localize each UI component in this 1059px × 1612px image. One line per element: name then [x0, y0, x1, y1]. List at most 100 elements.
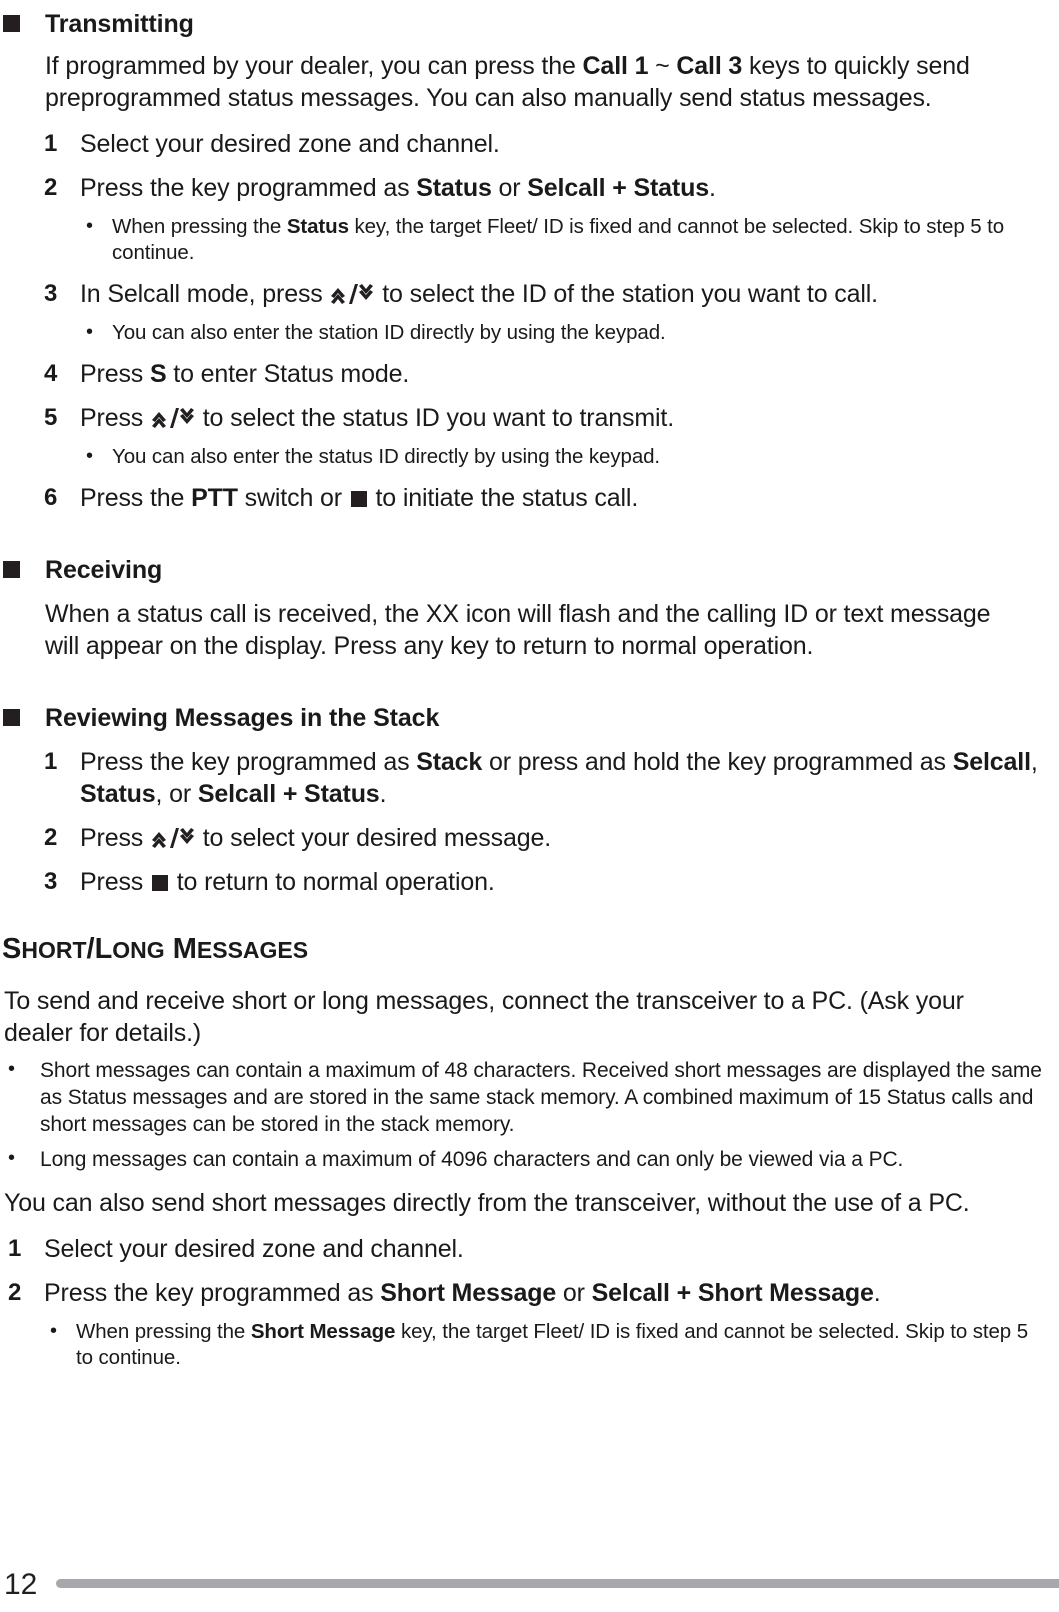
step-item: 1 Select your desired zone and channel. — [0, 1233, 1059, 1265]
step-text-pre: In Selcall mode, press — [80, 280, 330, 308]
step-item: 1 Select your desired zone and channel. — [0, 128, 1059, 160]
step-text-tail: . — [873, 1279, 881, 1307]
section-heading-label: Receiving — [45, 556, 163, 584]
step-bold-ptt: PTT — [191, 484, 238, 512]
page-footer: 12 — [0, 1558, 1059, 1604]
sub-bullet-bold-short-message: Short Message — [250, 1320, 396, 1343]
step-text-tail: to enter Status mode. — [166, 360, 410, 388]
bullet-dot-icon: • — [86, 321, 93, 343]
section-heading-label: Transmitting — [45, 10, 194, 38]
step-text-tail: to select your desired message. — [195, 824, 552, 852]
sub-bullet-item: •When pressing the Short Message key, th… — [0, 1319, 1059, 1371]
step-item: 4 Press S to enter Status mode. — [0, 358, 1059, 390]
step-number: 2 — [8, 1279, 22, 1306]
step-text: Select your desired zone and channel. — [80, 130, 500, 158]
section-heading-label: Reviewing Messages in the Stack — [45, 704, 440, 732]
sub-bullet-tail: key, the target Fleet/ ID is fixed and c… — [76, 1320, 1028, 1369]
heading-part: ESSAGES — [196, 937, 309, 963]
page-number: 12 — [4, 1568, 38, 1601]
intro-bold-call1: Call 1 — [582, 52, 649, 80]
filled-square-icon — [350, 491, 367, 507]
step-number: 5 — [44, 404, 58, 431]
step-text-pre: Press the key programmed as — [80, 174, 417, 202]
step-number: 2 — [44, 824, 58, 851]
step-text-mid2: , — [1030, 748, 1038, 776]
step-text-tail: . — [708, 174, 716, 202]
bullet-dot-icon: • — [86, 445, 93, 467]
step-item: 1 Press the key programmed as Stack or pr… — [0, 746, 1059, 810]
step-text-mid: or press and hold the key programmed as — [482, 748, 953, 776]
sub-bullet-text: You can also enter the station ID direct… — [112, 321, 666, 344]
heading-part: ONG — [112, 937, 165, 963]
step-number: 1 — [44, 748, 58, 775]
step-item: 6 Press the PTT switch or to initiate the… — [0, 482, 1059, 514]
step-text-pre: Press — [80, 360, 150, 388]
step-text-tail: to select the status ID you want to tran… — [195, 404, 674, 432]
sub-bullet-item: • You can also enter the status ID direct… — [0, 444, 1059, 470]
step-text-pre: Press — [80, 404, 150, 432]
step-text-tail: to return to normal operation. — [169, 868, 495, 896]
sub-bullet-text: You can also enter the status ID directl… — [112, 445, 661, 468]
step-text-pre: Press the key programmed as — [80, 748, 417, 776]
step-bold-s-key: S — [149, 360, 167, 388]
updown-chevron-icon — [150, 827, 196, 849]
top-bullet-text: Long messages can contain a maximum of 4… — [40, 1148, 904, 1171]
step-bold-selcall-status: Selcall + Status — [527, 174, 709, 202]
step-bold-stack: Stack — [416, 748, 483, 776]
step-number: 3 — [44, 868, 58, 895]
top-bullet-item: • Long messages can contain a maximum of … — [0, 1146, 1059, 1173]
step-bold-selcall: Selcall — [952, 748, 1031, 776]
bullet-dot-icon: • — [8, 1147, 15, 1169]
step-bold-selcall-status: Selcall + Status — [197, 780, 380, 808]
heading-part: /L — [86, 933, 113, 965]
intro-text-1: If programmed by your dealer, you can pr… — [45, 52, 583, 80]
step-number: 2 — [44, 174, 58, 201]
step-text-tail: to initiate the status call. — [368, 484, 639, 512]
page-content: Transmitting If programmed by your deale… — [0, 8, 1059, 1371]
intro-text-tail: keys to quickly send preprogrammed statu… — [45, 52, 970, 112]
intro-bold-call3: Call 3 — [676, 52, 743, 80]
step-item: 2 Press the key programmed as Short Messa… — [0, 1277, 1059, 1309]
step-item: 3 In Selcall mode, press to select the ID… — [0, 278, 1059, 310]
intro-text-mid: ~ — [648, 52, 677, 80]
step-bold-status: Status — [416, 174, 492, 202]
step-text-tail: to select the ID of the station you want… — [375, 280, 878, 308]
step-bold-selcall-short-message: Selcall + Short Message — [591, 1279, 874, 1307]
receiving-body-paragraph: When a status call is received, the XX i… — [45, 600, 991, 660]
footer-rule-divider — [56, 1579, 1059, 1588]
bullet-dot-icon: • — [86, 215, 93, 237]
bullet-dot-icon: • — [8, 1058, 15, 1080]
transmitting-intro-paragraph: If programmed by your dealer, you can pr… — [0, 50, 1059, 114]
step-text-mid: or — [491, 174, 528, 202]
step-bold-short-message: Short Message — [380, 1279, 557, 1307]
step-text-mid: switch or — [237, 484, 349, 512]
sub-bullet-item: • You can also enter the station ID direc… — [0, 320, 1059, 346]
step-text-pre: Press the — [80, 484, 192, 512]
section-square-marker-icon — [3, 709, 20, 726]
sub-bullet-item: • When pressing the Status key, the targe… — [0, 214, 1059, 266]
step-number: 3 — [44, 280, 58, 307]
step-bold-status: Status — [80, 780, 156, 808]
sub-bullet-pre: When pressing the — [76, 1320, 251, 1343]
step-text-mid3: , or — [155, 780, 198, 808]
step-number: 6 — [44, 484, 58, 511]
sub-bullet-pre: When pressing the — [112, 215, 287, 238]
step-text-tail: . — [379, 780, 387, 808]
sub-bullet-bold-status: Status — [286, 215, 349, 238]
chapter-heading-short-long-messages: SHORT/LONG MESSAGES — [0, 932, 1059, 971]
step-number: 4 — [44, 360, 58, 387]
section-heading-reviewing: Reviewing Messages in the Stack — [0, 702, 1059, 734]
section-heading-receiving: Receiving — [0, 554, 1059, 586]
section-square-marker-icon — [3, 15, 20, 32]
heading-part: HORT — [21, 937, 87, 963]
step-item: 2 Press the key programmed as Status or S… — [0, 172, 1059, 204]
step-text-pre: Press the key programmed as — [44, 1279, 381, 1307]
step-text: Select your desired zone and channel. — [44, 1235, 464, 1263]
section-heading-transmitting: Transmitting — [0, 8, 1059, 40]
sub-bullet-tail: key, the target Fleet/ ID is fixed and c… — [112, 215, 1005, 264]
heading-part: S — [2, 933, 22, 965]
step-text-pre: Press — [80, 868, 150, 896]
updown-chevron-icon — [329, 283, 375, 305]
